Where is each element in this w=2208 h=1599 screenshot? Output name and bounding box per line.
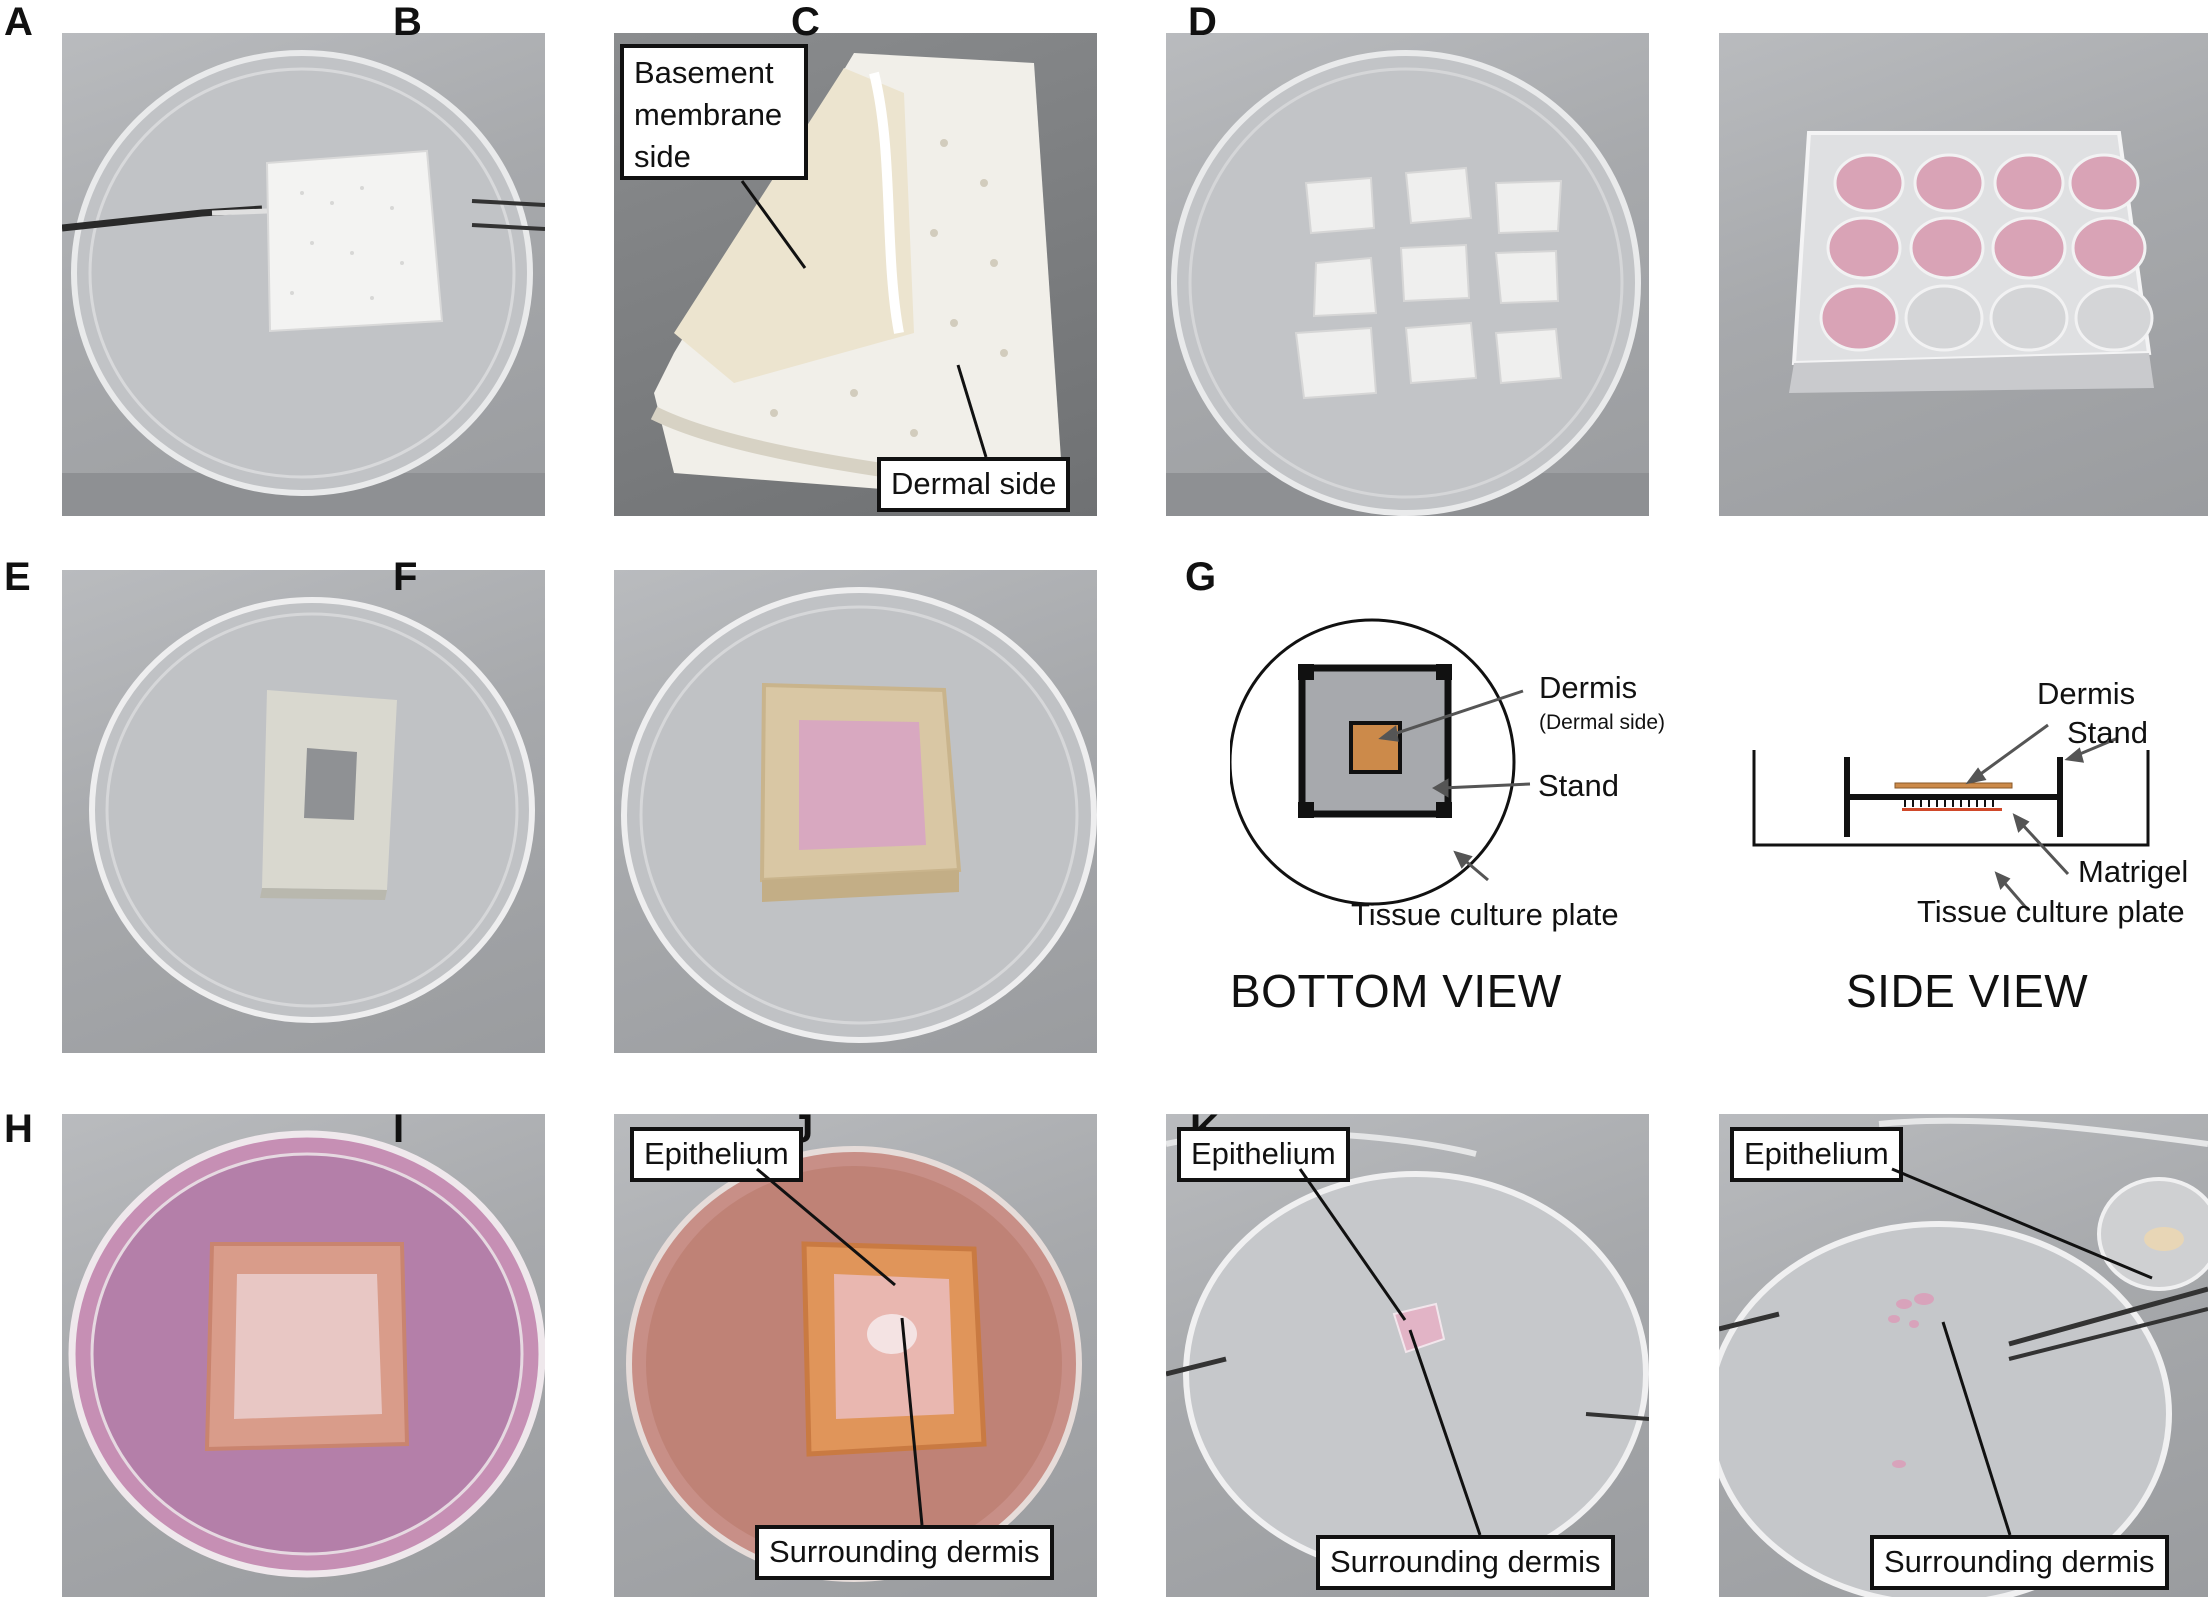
- panel-label-c: C: [791, 0, 820, 44]
- panel-label-i: I: [393, 1107, 405, 1151]
- photo-12-well-plate: [1719, 33, 2208, 516]
- callout-epithelium-k: Epithelium: [1730, 1127, 1903, 1182]
- panel-label-g: G: [1185, 555, 1217, 599]
- label-matrigel-side: Matrigel: [2078, 854, 2189, 889]
- dermis-on-stand-drawing: [621, 587, 1097, 1043]
- side-view-plate: [1752, 750, 2150, 847]
- callout-surrounding-dermis-j: Surrounding dermis: [1316, 1535, 1615, 1590]
- label-stand-side: Stand: [2067, 715, 2149, 750]
- separated-tissue-drawing-k: [1719, 1117, 2208, 1597]
- photo-dermis-on-stand: [614, 570, 1097, 1053]
- photo-separated-tissue-j: [1166, 1114, 1649, 1597]
- photo-petri-dish-scaffold: [62, 33, 545, 516]
- panel-label-f: F: [393, 555, 418, 599]
- medium-drawing: [68, 1130, 545, 1578]
- well-plate-drawing: [1789, 131, 2154, 393]
- schematic-diagram: [1230, 618, 2150, 911]
- callout-surrounding-dermis-k: Surrounding dermis: [1870, 1535, 2169, 1590]
- panel-label-h: H: [4, 1107, 33, 1151]
- callout-dermal-side: Dermal side: [877, 457, 1071, 512]
- photo-separated-tissue-k: [1719, 1114, 2208, 1597]
- scaffold-pieces-drawing: [1166, 50, 1649, 516]
- callout-epithelium-i: Epithelium: [630, 1127, 803, 1182]
- side-view-matrigel: [1902, 808, 2002, 811]
- callout-epithelium-j: Epithelium: [1177, 1127, 1350, 1182]
- title-bottom-view: BOTTOM VIEW: [1230, 965, 1562, 1017]
- label-dermal-side-bottom: (Dermal side): [1539, 711, 1666, 734]
- side-view-dermis: [1894, 782, 2013, 789]
- label-plate-side: Tissue culture plate: [1917, 894, 2185, 929]
- label-dermis-side: Dermis: [2037, 676, 2136, 711]
- label-dermis-bottom: Dermis: [1539, 670, 1638, 705]
- panel-label-d: D: [1188, 0, 1217, 44]
- petri-dish-drawing: [62, 50, 545, 516]
- photo-stand-in-medium: [62, 1114, 545, 1597]
- stand-drawing: [89, 597, 535, 1023]
- panel-label-a: A: [4, 0, 33, 44]
- callout-basement-membrane-side: Basement membrane side: [620, 44, 808, 180]
- panel-label-e: E: [4, 555, 31, 599]
- callout-surrounding-dermis-i: Surrounding dermis: [755, 1525, 1054, 1580]
- panel-label-b: B: [393, 0, 422, 44]
- label-stand-bottom: Stand: [1538, 768, 1620, 803]
- photo-cut-scaffold-pieces: [1166, 33, 1649, 516]
- photo-stand-in-dish: [62, 570, 545, 1053]
- title-side-view: SIDE VIEW: [1846, 965, 2089, 1017]
- label-plate-bottom: Tissue culture plate: [1351, 897, 1619, 932]
- separated-tissue-drawing-j: [1166, 1130, 1649, 1577]
